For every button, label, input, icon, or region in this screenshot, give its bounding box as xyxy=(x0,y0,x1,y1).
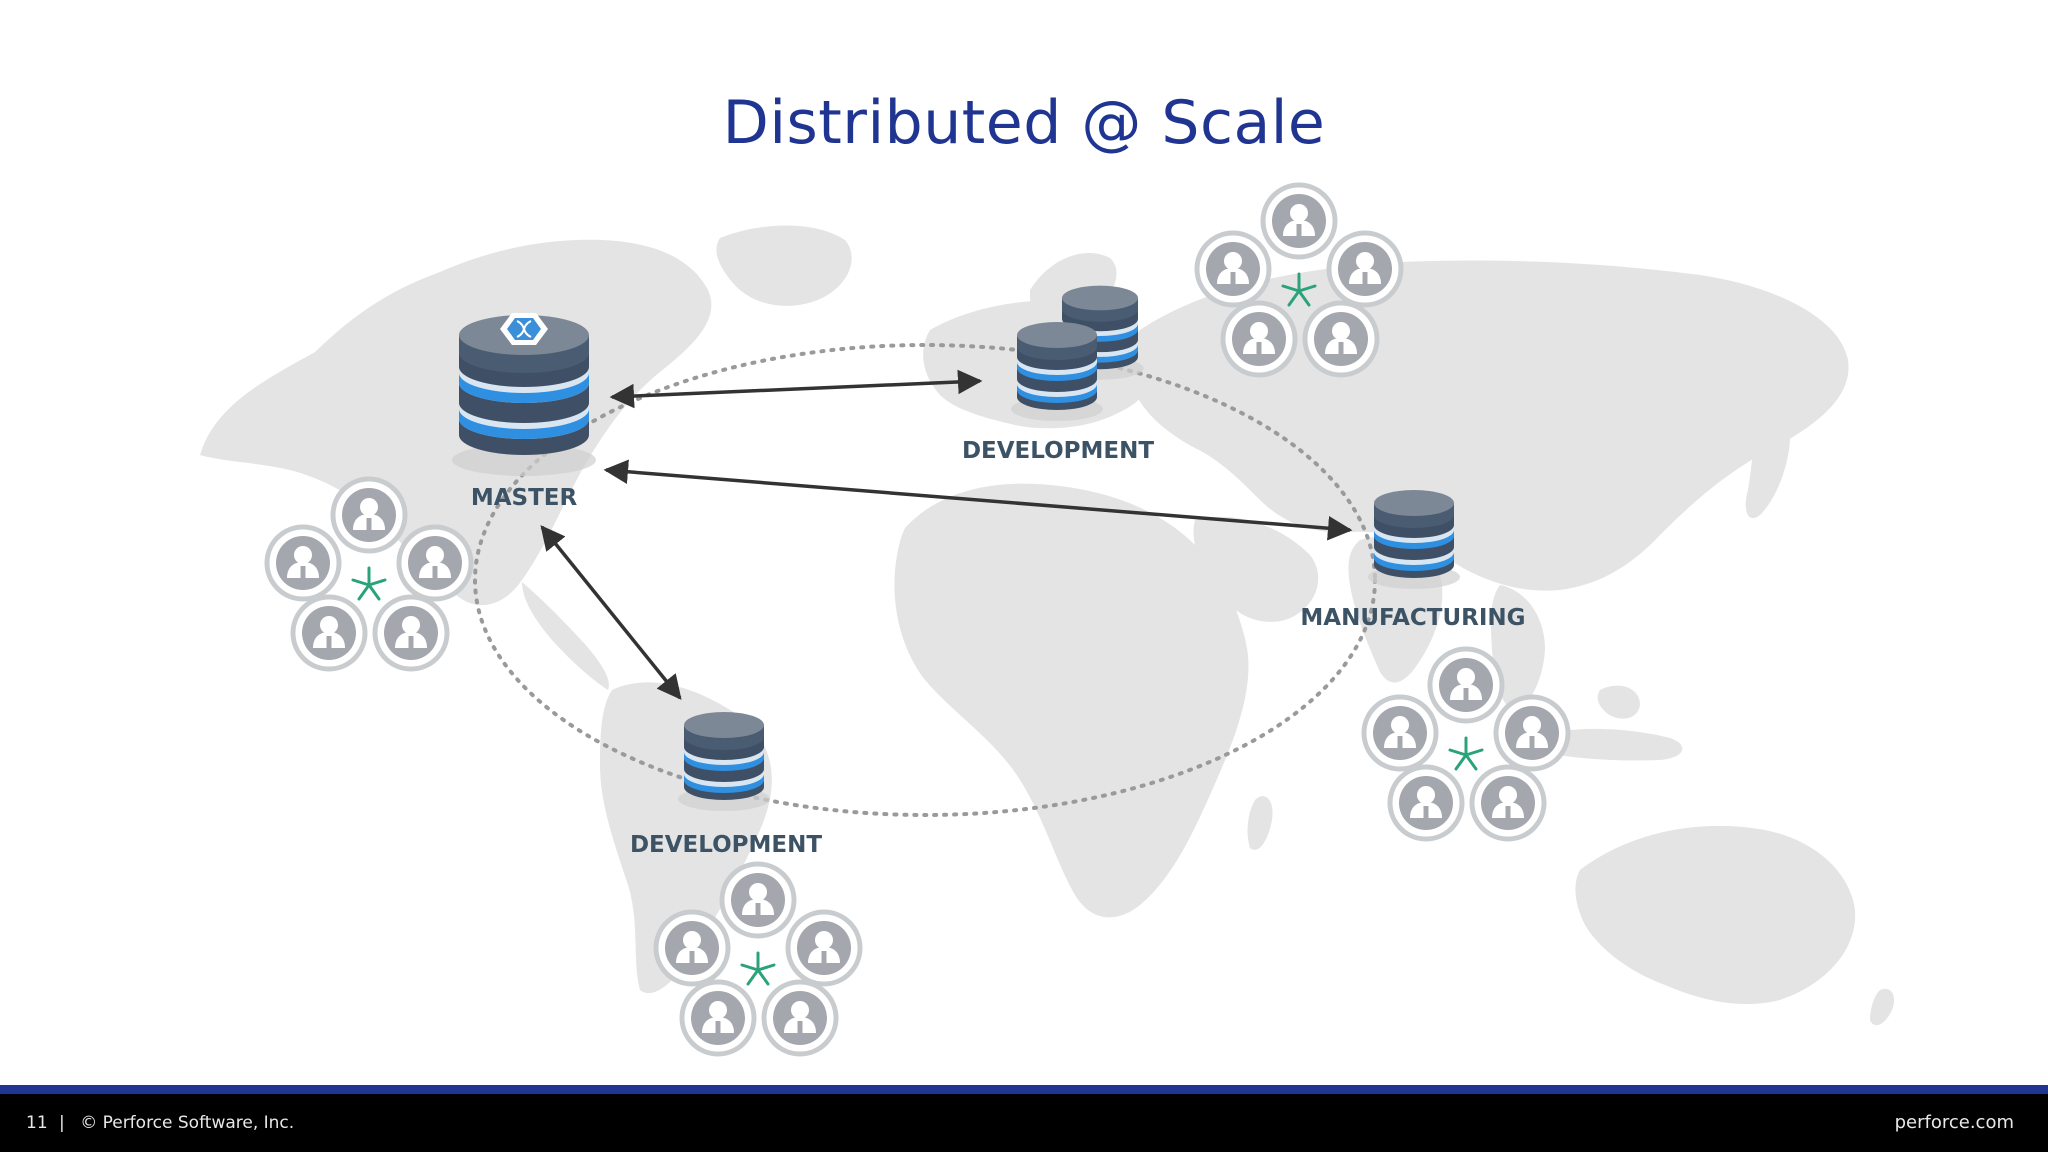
development-europe-label: DEVELOPMENT xyxy=(962,438,1154,464)
development-south-america-server[interactable] xyxy=(678,712,770,811)
copyright-text: © Perforce Software, Inc. xyxy=(80,1113,295,1133)
arrow-master-manufacturing xyxy=(603,459,1353,541)
footer-left: 11 | © Perforce Software, Inc. xyxy=(26,1113,294,1133)
arrow-master-development-europe xyxy=(609,369,983,409)
slide-title: Distributed @ Scale xyxy=(722,88,1326,158)
footer-separator: | xyxy=(59,1113,65,1133)
master-server[interactable] xyxy=(452,313,596,476)
manufacturing-server[interactable] xyxy=(1368,490,1460,589)
manufacturing-label: MANUFACTURING xyxy=(1300,605,1525,631)
page-number: 11 xyxy=(26,1113,48,1133)
arrow-master-development-south-america xyxy=(540,525,682,700)
footer-bar: 11 | © Perforce Software, Inc. perforce.… xyxy=(0,1085,2048,1152)
helix-logo-icon xyxy=(500,313,548,345)
master-label: MASTER xyxy=(471,485,578,511)
development-south-america-label: DEVELOPMENT xyxy=(630,832,822,858)
website-link[interactable]: perforce.com xyxy=(1894,1112,2014,1133)
